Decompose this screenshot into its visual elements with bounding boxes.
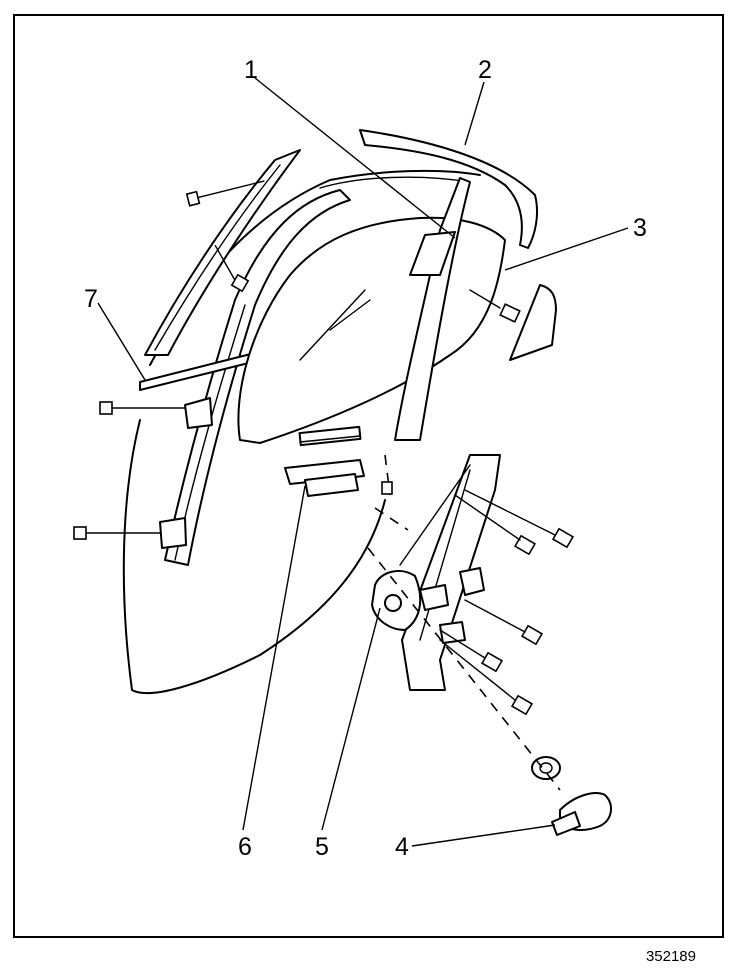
assembly-line-2 [374, 507, 409, 531]
corner-trim [509, 284, 557, 361]
screw [510, 694, 534, 716]
assembly-line-1 [367, 547, 561, 791]
callout-3: 3 [633, 214, 647, 242]
diagram-border [13, 14, 724, 938]
callout-6: 6 [238, 833, 252, 861]
screw [551, 527, 575, 549]
window-regulator [371, 454, 501, 691]
callout-2: 2 [478, 56, 492, 84]
callout-4: 4 [395, 833, 409, 861]
screw [214, 244, 250, 293]
callout-5: 5 [315, 833, 329, 861]
assembly-line-3 [384, 454, 391, 496]
screw [73, 526, 163, 540]
screw [99, 401, 189, 415]
screw [381, 481, 393, 495]
channel-brackets [159, 397, 213, 549]
reveal-molding [359, 129, 538, 249]
rear-glass-run [394, 177, 471, 441]
rear-channel [144, 149, 301, 356]
screw [499, 303, 521, 323]
figure-number: 352189 [646, 948, 696, 965]
screw [520, 624, 544, 646]
callout-leaders [97, 77, 629, 847]
screws [73, 180, 575, 716]
lower-sash-channel [284, 425, 365, 497]
screw [185, 180, 265, 207]
callout-7: 7 [84, 285, 98, 313]
callout-1: 1 [244, 56, 258, 84]
